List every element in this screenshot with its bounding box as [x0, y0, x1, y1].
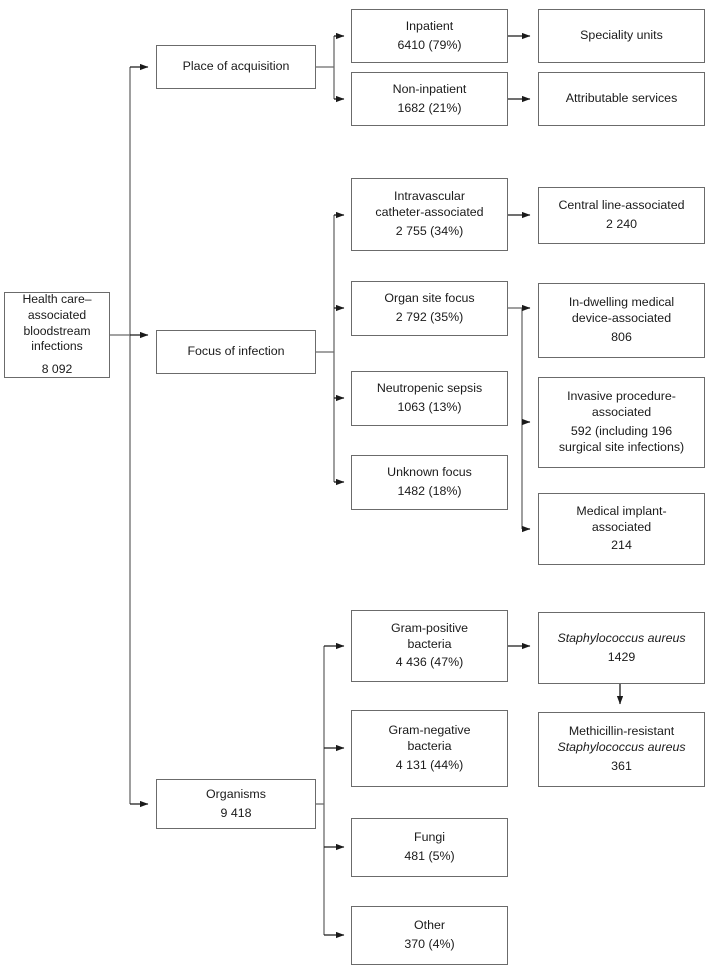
- node-non-inpatient-value: 1682 (21%): [397, 100, 462, 115]
- node-organ-site-focus-value: 2 792 (35%): [395, 310, 464, 324]
- node-root: Health care– associated bloodstream infe…: [4, 292, 110, 378]
- node-gram-negative-value: 4 131 (44%): [395, 757, 464, 772]
- node-invasive-procedure-label: Invasive procedure- associated: [567, 389, 676, 420]
- node-intravascular-catheter-value: 2 755 (34%): [395, 223, 464, 238]
- node-in-dwelling-device-label: In-dwelling medical device-associated: [568, 295, 675, 326]
- node-inpatient-label: Inpatient: [405, 18, 454, 33]
- node-medical-implant: Medical implant- associated 214: [538, 493, 705, 565]
- node-staphylococcus-aureus-label: Staphylococcus aureus: [557, 630, 686, 645]
- node-attributable-services: Attributable services: [538, 72, 705, 126]
- node-focus-of-infection: Focus of infection: [156, 330, 316, 374]
- node-inpatient: Inpatient 6410 (79%): [351, 9, 508, 63]
- node-neutropenic-sepsis: Neutropenic sepsis 1063 (13%): [351, 371, 508, 426]
- node-mrsa-label-species: Staphylococcus aureus: [557, 740, 686, 755]
- node-in-dwelling-device-value: 806: [611, 329, 632, 344]
- node-organisms: Organisms 9 418: [156, 779, 316, 829]
- node-unknown-focus: Unknown focus 1482 (18%): [351, 455, 508, 510]
- node-other: Other 370 (4%): [351, 906, 508, 965]
- node-mrsa-value: 361: [611, 758, 632, 773]
- node-focus-of-infection-label: Focus of infection: [187, 344, 285, 359]
- node-other-label: Other: [414, 918, 445, 933]
- node-staphylococcus-aureus: Staphylococcus aureus 1429: [538, 612, 705, 684]
- node-speciality-units: Speciality units: [538, 9, 705, 63]
- node-medical-implant-label: Medical implant- associated: [576, 503, 667, 534]
- node-organ-site-focus: Organ site focus 2 792 (35%): [351, 281, 508, 336]
- node-organ-site-focus-label: Organ site focus: [384, 291, 475, 306]
- node-staphylococcus-aureus-value: 1429: [607, 649, 636, 664]
- node-central-line-associated: Central line-associated 2 240: [538, 187, 705, 244]
- node-medical-implant-value: 214: [611, 538, 632, 553]
- node-intravascular-catheter: Intravascular catheter-associated 2 755 …: [351, 178, 508, 251]
- node-in-dwelling-device: In-dwelling medical device-associated 80…: [538, 283, 705, 358]
- node-inpatient-value: 6410 (79%): [397, 37, 462, 52]
- node-root-value: 8 092: [41, 361, 73, 376]
- node-invasive-procedure-value: 592 (including 196 surgical site infecti…: [558, 424, 685, 454]
- node-organisms-label: Organisms: [206, 786, 266, 801]
- node-fungi-label: Fungi: [414, 830, 445, 845]
- node-fungi-value: 481 (5%): [404, 849, 455, 863]
- node-place-of-acquisition-label: Place of acquisition: [182, 59, 290, 74]
- node-unknown-focus-value: 1482 (18%): [397, 484, 462, 498]
- node-non-inpatient-label: Non-inpatient: [392, 81, 467, 96]
- node-intravascular-catheter-label: Intravascular catheter-associated: [375, 189, 484, 220]
- node-neutropenic-sepsis-label: Neutropenic sepsis: [376, 381, 483, 396]
- node-unknown-focus-label: Unknown focus: [387, 465, 472, 480]
- node-central-line-associated-label: Central line-associated: [558, 198, 685, 213]
- node-mrsa-label-plain: Methicillin-resistant: [568, 724, 675, 739]
- node-gram-positive-label: Gram-positive bacteria: [390, 620, 469, 651]
- node-central-line-associated-value: 2 240: [605, 217, 637, 231]
- node-non-inpatient: Non-inpatient 1682 (21%): [351, 72, 508, 126]
- node-speciality-units-label: Speciality units: [580, 28, 663, 43]
- node-invasive-procedure: Invasive procedure- associated 592 (incl…: [538, 377, 705, 468]
- node-root-label: Health care– associated bloodstream infe…: [22, 292, 92, 354]
- node-place-of-acquisition: Place of acquisition: [156, 45, 316, 89]
- node-gram-negative-label: Gram-negative bacteria: [388, 723, 471, 754]
- node-gram-positive-value: 4 436 (47%): [395, 655, 464, 670]
- node-gram-positive: Gram-positive bacteria 4 436 (47%): [351, 610, 508, 682]
- node-other-value: 370 (4%): [404, 937, 455, 951]
- node-fungi: Fungi 481 (5%): [351, 818, 508, 877]
- node-gram-negative: Gram-negative bacteria 4 131 (44%): [351, 710, 508, 787]
- node-organisms-value: 9 418: [220, 805, 252, 820]
- node-neutropenic-sepsis-value: 1063 (13%): [397, 400, 462, 414]
- node-attributable-services-label: Attributable services: [565, 91, 678, 106]
- node-mrsa: Methicillin-resistant Staphylococcus aur…: [538, 712, 705, 787]
